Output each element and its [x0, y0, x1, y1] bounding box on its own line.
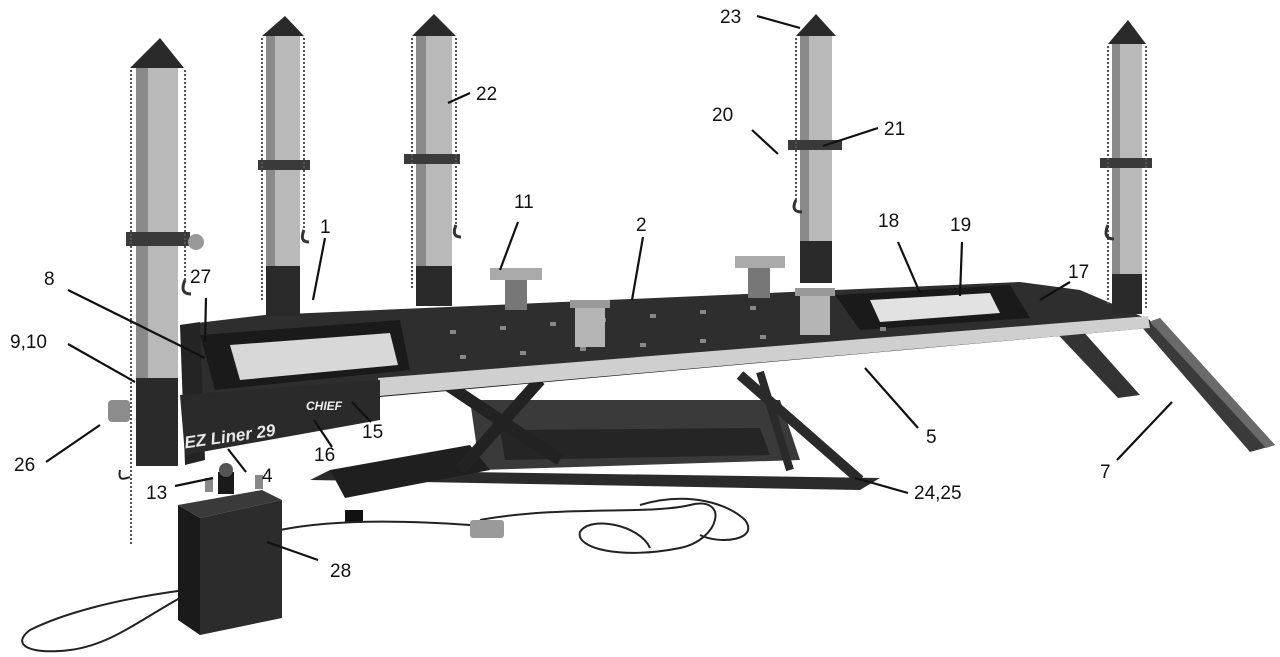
- callout-15: 15: [362, 422, 384, 443]
- callout-2: 2: [636, 215, 647, 236]
- callout-16: 16: [314, 445, 336, 466]
- callout-4: 4: [262, 466, 273, 487]
- callout-24-25: 24,25: [914, 483, 962, 504]
- callout-11: 11: [514, 192, 534, 213]
- callout-19: 19: [950, 215, 972, 236]
- callout-26: 26: [14, 455, 36, 476]
- callout-9-10: 9,10: [10, 332, 47, 353]
- tower-center: [404, 14, 462, 306]
- deck-rail: [378, 316, 1150, 396]
- tower-left-rear: [258, 16, 310, 316]
- callout-28: 28: [330, 561, 352, 582]
- callout-7: 7: [1100, 462, 1111, 483]
- callout-8: 8: [44, 269, 55, 290]
- remote-control: [470, 520, 504, 538]
- callout-21: 21: [884, 119, 906, 140]
- clamps: [490, 256, 835, 347]
- callout-20: 20: [712, 105, 734, 126]
- callout-23: 23: [720, 7, 742, 28]
- callout-17: 17: [1068, 262, 1090, 283]
- pump-unit: [178, 463, 282, 635]
- callout-1: 1: [320, 217, 331, 238]
- hydraulic-hoses: [21, 469, 749, 653]
- callout-27: 27: [190, 267, 212, 288]
- callout-18: 18: [878, 211, 900, 232]
- callout-13: 13: [146, 483, 168, 504]
- maker-decal: CHIEF: [306, 399, 342, 413]
- tower-right-center: [788, 14, 842, 283]
- tower-left-front: [108, 38, 204, 545]
- tower-right-rear: [1100, 20, 1152, 314]
- lift-base: [310, 370, 880, 522]
- callout-5: 5: [926, 427, 937, 448]
- leader-lines: [45, 14, 1173, 562]
- deck: [180, 282, 1150, 465]
- callout-22: 22: [476, 84, 498, 105]
